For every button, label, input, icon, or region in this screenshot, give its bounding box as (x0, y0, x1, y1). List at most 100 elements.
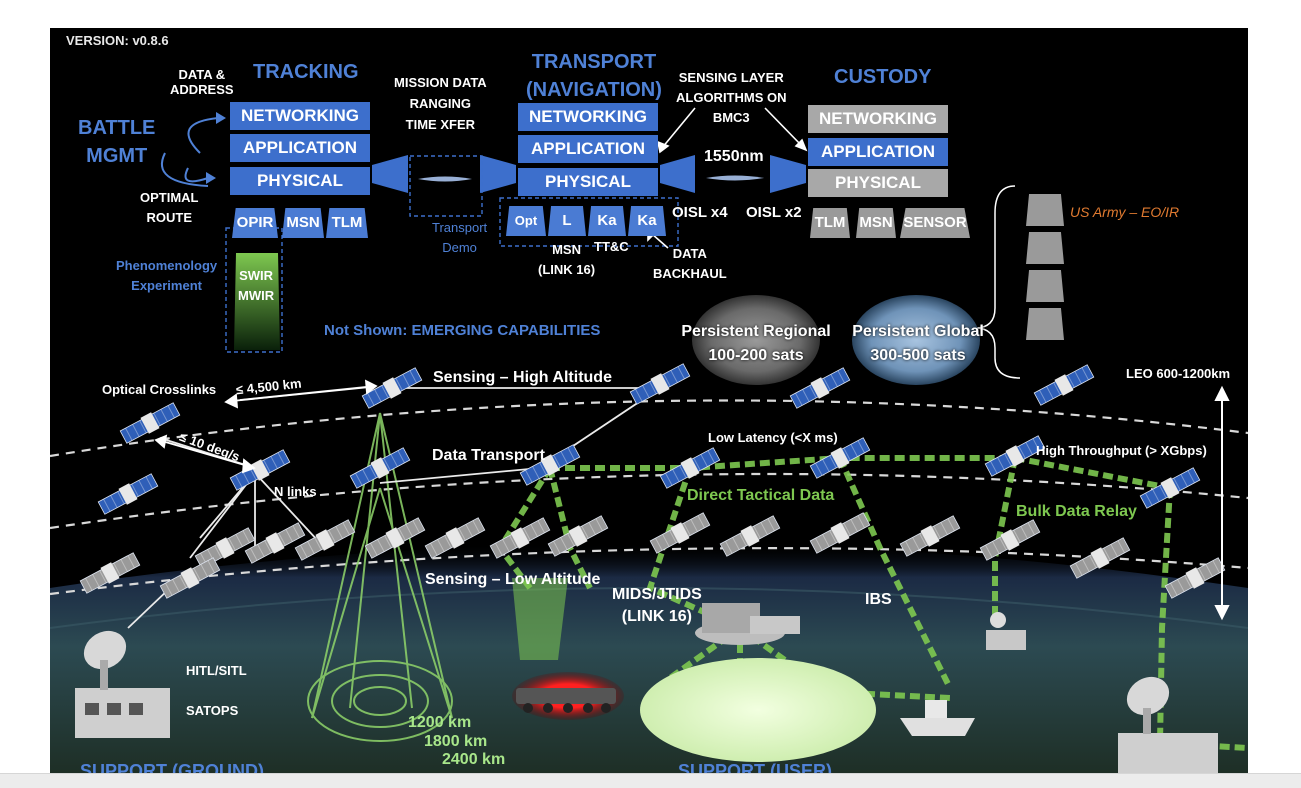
satellite-grey-icon (547, 515, 609, 557)
battle-mgmt-arrows (160, 117, 219, 187)
stack-connectors (372, 155, 806, 193)
swir-beam (234, 253, 280, 350)
satellite-blue-icon (984, 435, 1046, 477)
low-latency-label: Low Latency (<X ms) (708, 430, 838, 445)
transport-payload-l: L (548, 206, 586, 236)
ground-station-left (75, 630, 170, 738)
satellite-blue-icon (97, 473, 159, 515)
msn-link16-label: MSN(LINK 16) (538, 242, 596, 277)
custody-networking: NETWORKING (808, 105, 948, 133)
regional-globe (692, 295, 820, 385)
support-ground-label: SUPPORT (GROUND) (80, 761, 264, 773)
ground-station-right (1118, 676, 1218, 773)
satellite-grey-icon (79, 552, 141, 594)
antenna-right (986, 612, 1026, 650)
ship (900, 700, 975, 736)
custody-payload-msn: MSN (856, 208, 896, 238)
tracking-title: TRACKING (253, 61, 359, 83)
satellite-grey-icon (809, 512, 871, 554)
transport-networking: NETWORKING (518, 103, 658, 131)
tracking-payload-opir: OPIR (232, 208, 278, 238)
custody-title: CUSTODY (834, 66, 932, 88)
user-support-area (640, 658, 876, 762)
army-sensor-4 (1026, 308, 1064, 340)
army-label: US Army – EO/IR (1070, 204, 1180, 220)
satellite-grey-icon (424, 517, 486, 559)
transport-title: TRANSPORT(NAVIGATION) (526, 51, 662, 101)
page-footer-bar (0, 773, 1301, 788)
satellite-blue-icon (659, 447, 721, 489)
satellite-blue-icon (519, 444, 581, 486)
version-label: VERSION: v0.8.6 (66, 33, 169, 48)
n-links-label: N links (274, 484, 317, 499)
support-user-label: SUPPORT (USER) (678, 761, 833, 773)
custody-physical: PHYSICAL (808, 169, 948, 197)
optical-crosslinks-label: Optical Crosslinks (102, 382, 217, 397)
satellite-blue-icon (1139, 467, 1201, 509)
satops-label: SATOPS (186, 703, 239, 718)
oisl-x4-label: OISL x4 (672, 204, 728, 221)
satellite-blue-icon (361, 367, 423, 409)
satellite-grey-icon (244, 522, 306, 564)
radar-site (695, 603, 800, 645)
army-sensor-3 (1026, 270, 1064, 302)
tracking-payload-tlm: TLM (326, 208, 368, 238)
global-globe (852, 295, 980, 385)
satellites (79, 363, 1226, 599)
bulk-relay-label: Bulk Data Relay (1016, 503, 1137, 520)
high-throughput-label: High Throughput (> XGbps) (1036, 443, 1207, 458)
sensing-low-beam (512, 578, 568, 660)
satellite-grey-icon (364, 517, 426, 559)
direct-tactical-label: Direct Tactical Data (687, 487, 835, 504)
satellite-blue-icon (629, 363, 691, 405)
orbit-scene (50, 107, 1248, 773)
satellite-blue-icon (229, 449, 291, 491)
satellite-grey-icon (159, 557, 221, 599)
oisl-x2-label: OISL x2 (746, 204, 802, 221)
mids-label: MIDS/JTIDS(LINK 16) (612, 586, 702, 625)
satellite-grey-icon (719, 515, 781, 557)
not-shown-label: Not Shown: EMERGING CAPABILITIES (324, 322, 601, 339)
satellite-blue-icon (1033, 364, 1095, 406)
range-1800: 1800 km (424, 733, 488, 750)
satellite-grey-icon (489, 517, 551, 559)
satellite-blue-icon (119, 402, 181, 444)
satellite-grey-icon (979, 519, 1041, 561)
transport-physical: PHYSICAL (518, 168, 658, 196)
data-transport-label: Data Transport (432, 447, 545, 464)
sensing-high-label: Sensing – High Altitude (433, 369, 612, 386)
earth-horizon (50, 543, 1248, 773)
leo-label: LEO 600-1200km (1126, 366, 1231, 381)
satellite-blue-icon (789, 367, 851, 409)
transport-payload-ka-backhaul: Ka (628, 206, 666, 236)
hitl-label: HITL/SITL (186, 663, 247, 678)
satellite-blue-icon (349, 447, 411, 489)
satellite-blue-icon (809, 437, 871, 479)
custody-payload-tlm: TLM (810, 208, 850, 238)
satellite-grey-icon (1069, 537, 1131, 579)
satellite-grey-icon (899, 515, 961, 557)
army-sensor-2 (1026, 232, 1064, 264)
satellite-grey-icon (1164, 557, 1226, 599)
range-1200: 1200 km (408, 714, 472, 731)
custody-payload-sensor: SENSOR (900, 208, 970, 238)
ibs-label: IBS (865, 591, 892, 608)
satellite-grey-icon (194, 527, 256, 569)
transport-application: APPLICATION (518, 135, 658, 163)
tracking-application: APPLICATION (230, 134, 370, 162)
tracking-payload-msn: MSN (282, 208, 324, 238)
custody-application: APPLICATION (808, 138, 948, 166)
sensing-low-label: Sensing – Low Altitude (425, 571, 601, 588)
army-sensor-1 (1026, 194, 1064, 226)
leo-range-arrow (1214, 385, 1230, 621)
